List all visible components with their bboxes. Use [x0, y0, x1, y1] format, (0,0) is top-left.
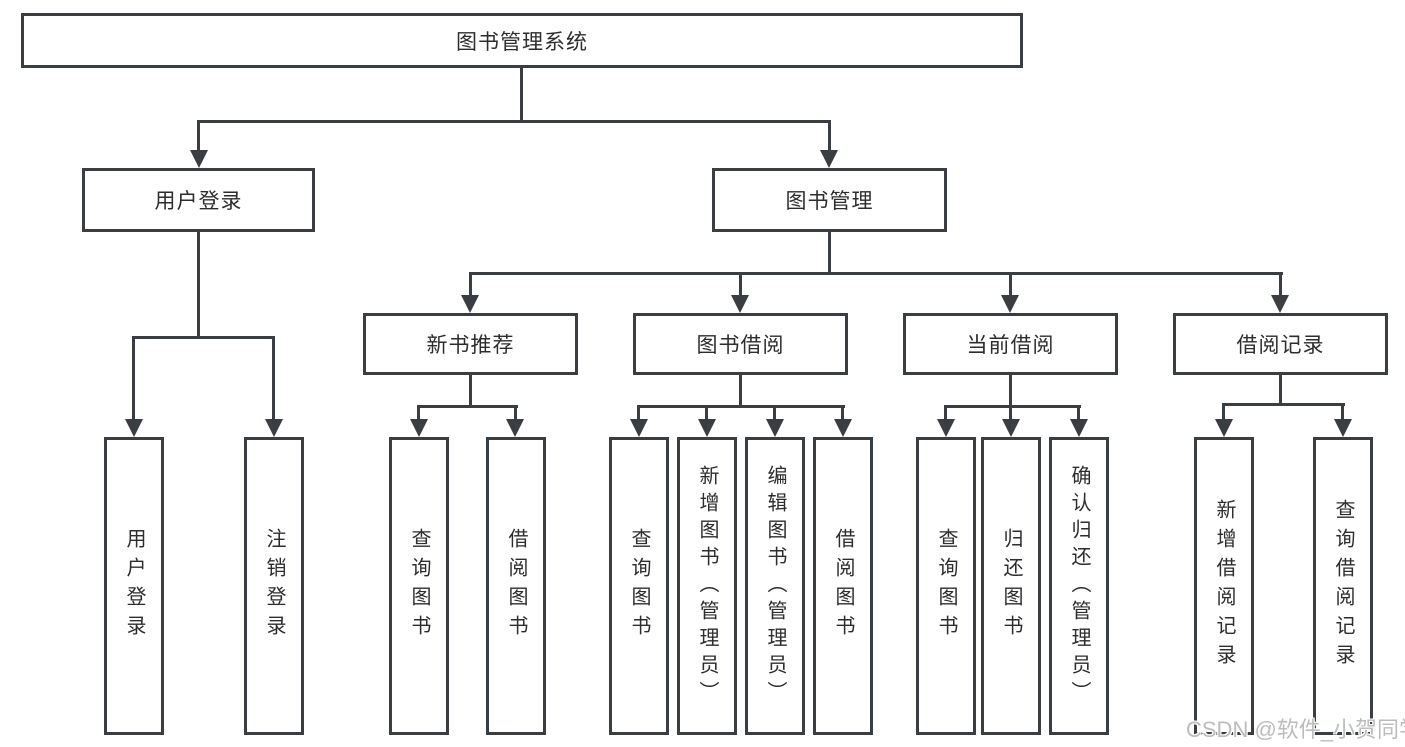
- node-new-book-recommendation: 新书推荐: [363, 313, 578, 375]
- connector-hline: [469, 272, 1283, 275]
- node-library-system: 图书管理系统: [21, 13, 1023, 68]
- connector-vline: [1341, 403, 1344, 419]
- arrowhead-down-icon: [1001, 295, 1019, 313]
- connector-vline: [1009, 272, 1012, 295]
- connector-vline: [132, 336, 135, 420]
- connector-hline: [417, 405, 518, 408]
- connector-vline: [520, 68, 523, 123]
- watermark: CSDN @软件_小贺同学: [1186, 717, 1405, 742]
- leaf-user-login: 用户登录: [104, 437, 164, 735]
- arrowhead-down-icon: [820, 150, 838, 168]
- arrowhead-down-icon: [937, 419, 955, 437]
- node-user-login: 用户登录: [82, 168, 315, 232]
- connector-vline: [272, 336, 275, 420]
- connector-vline: [739, 375, 742, 408]
- connector-vline: [841, 405, 844, 419]
- connector-vline: [514, 405, 517, 419]
- arrowhead-down-icon: [125, 419, 143, 437]
- arrowhead-down-icon: [1002, 419, 1020, 437]
- arrowhead-down-icon: [698, 419, 716, 437]
- arrowhead-down-icon: [410, 419, 428, 437]
- connector-vline: [1009, 375, 1012, 408]
- connector-vline: [705, 405, 708, 419]
- arrowhead-down-icon: [190, 150, 208, 168]
- node-current-borrowing: 当前借阅: [903, 313, 1118, 375]
- connector-vline: [1009, 405, 1012, 419]
- arrowhead-down-icon: [731, 295, 749, 313]
- connector-vline: [469, 272, 472, 295]
- connector-hline: [1222, 403, 1345, 406]
- arrowhead-down-icon: [766, 419, 784, 437]
- connector-vline: [1222, 403, 1225, 419]
- connector-vline: [197, 232, 200, 339]
- leaf-add-borrow-record: 新增借阅记录: [1194, 437, 1254, 735]
- connector-vline: [417, 405, 420, 419]
- connector-hline: [944, 405, 1081, 408]
- connector-hline: [197, 120, 831, 123]
- connector-vline: [828, 120, 831, 151]
- leaf-logout: 注销登录: [244, 437, 304, 735]
- leaf-query-books-2: 查询图书: [609, 437, 669, 735]
- connector-vline: [1279, 272, 1282, 295]
- arrowhead-down-icon: [265, 419, 283, 437]
- leaf-confirm-return-admin: 确认归还（管理员）: [1049, 437, 1109, 735]
- leaf-borrow-books: 借阅图书: [486, 437, 546, 735]
- connector-hline: [637, 405, 845, 408]
- connector-vline: [637, 405, 640, 419]
- arrowhead-down-icon: [1070, 419, 1088, 437]
- leaf-borrow-books-2: 借阅图书: [813, 437, 873, 735]
- node-book-management: 图书管理: [712, 168, 947, 232]
- connector-vline: [469, 375, 472, 408]
- arrowhead-down-icon: [461, 295, 479, 313]
- arrowhead-down-icon: [1334, 419, 1352, 437]
- leaf-add-book-admin: 新增图书（管理员）: [677, 437, 737, 735]
- leaf-query-books-3: 查询图书: [916, 437, 976, 735]
- connector-vline: [828, 232, 831, 275]
- connector-vline: [197, 120, 200, 151]
- connector-vline: [944, 405, 947, 419]
- leaf-query-books: 查询图书: [389, 437, 449, 735]
- connector-vline: [1279, 375, 1282, 405]
- arrowhead-down-icon: [630, 419, 648, 437]
- connector-vline: [1077, 405, 1080, 419]
- leaf-return-book: 归还图书: [981, 437, 1041, 735]
- connector-vline: [773, 405, 776, 419]
- leaf-query-borrow-record: 查询借阅记录: [1313, 437, 1373, 735]
- arrowhead-down-icon: [506, 419, 524, 437]
- node-book-borrowing: 图书借阅: [633, 313, 848, 375]
- connector-vline: [739, 272, 742, 295]
- arrowhead-down-icon: [1215, 419, 1233, 437]
- node-borrowing-records: 借阅记录: [1173, 313, 1388, 375]
- arrowhead-down-icon: [1271, 295, 1289, 313]
- leaf-edit-book-admin: 编辑图书（管理员）: [745, 437, 805, 735]
- connector-hline: [132, 336, 275, 339]
- arrowhead-down-icon: [834, 419, 852, 437]
